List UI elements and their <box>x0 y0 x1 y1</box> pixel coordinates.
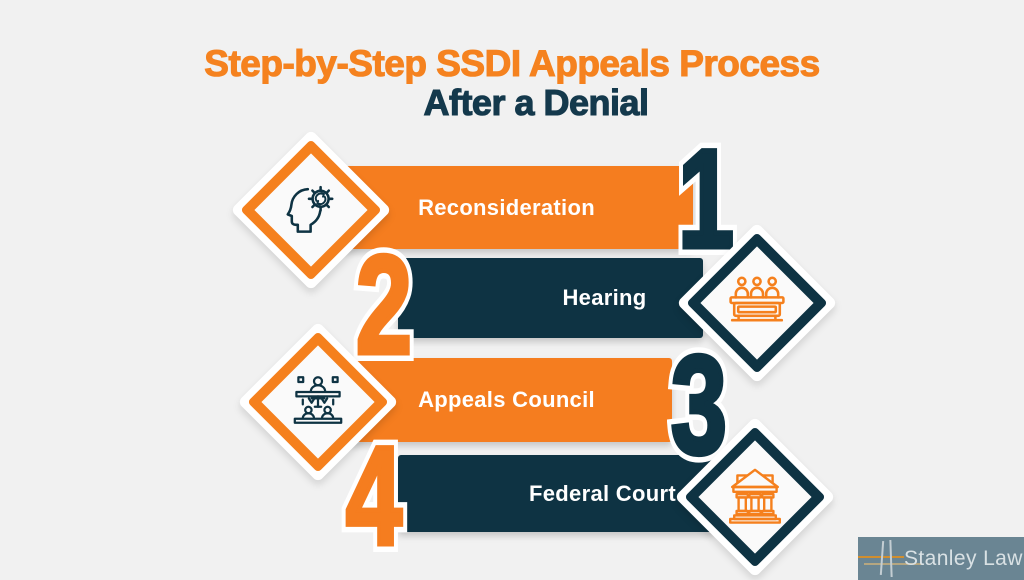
numeral-2: 2 <box>354 232 414 377</box>
numeral-4: 4 <box>344 423 404 568</box>
logo-mark-vertical-2 <box>889 539 893 578</box>
step4-banner: Federal Court <box>398 455 715 532</box>
step2-diamond <box>676 222 838 384</box>
council-icon <box>261 345 375 459</box>
step3-label: Appeals Council <box>418 387 595 412</box>
brand-name: Stanley Law <box>904 546 1023 570</box>
judges-panel-icon <box>700 246 814 360</box>
logo-mark-vertical-1 <box>879 540 885 576</box>
step1-diamond <box>230 129 392 291</box>
step2-banner: Hearing <box>398 258 703 338</box>
step4-number: 4 <box>304 421 444 571</box>
courthouse-icon <box>698 440 812 554</box>
logo-mark-line-gold <box>864 563 921 565</box>
step4-diamond <box>674 416 836 578</box>
step1-label: Reconsideration <box>418 194 595 220</box>
step2-label: Hearing <box>562 285 647 310</box>
title-line-1: Step-by-Step SSDI Appeals Process <box>204 43 821 84</box>
page-title: Step-by-Step SSDI Appeals Process After … <box>0 43 1024 123</box>
step3-number: 3 <box>629 330 769 480</box>
step3-diamond <box>237 321 399 483</box>
step4-label: Federal Court <box>529 480 676 506</box>
step2-number: 2 <box>314 230 454 380</box>
brand-logo: Stanley Law <box>858 537 1024 580</box>
numeral-3: 3 <box>669 332 729 477</box>
numeral-1: 1 <box>676 126 736 271</box>
title-line-2: After a Denial <box>423 82 650 123</box>
step1-number: 1 <box>636 124 776 274</box>
head-gear-icon <box>254 153 368 267</box>
